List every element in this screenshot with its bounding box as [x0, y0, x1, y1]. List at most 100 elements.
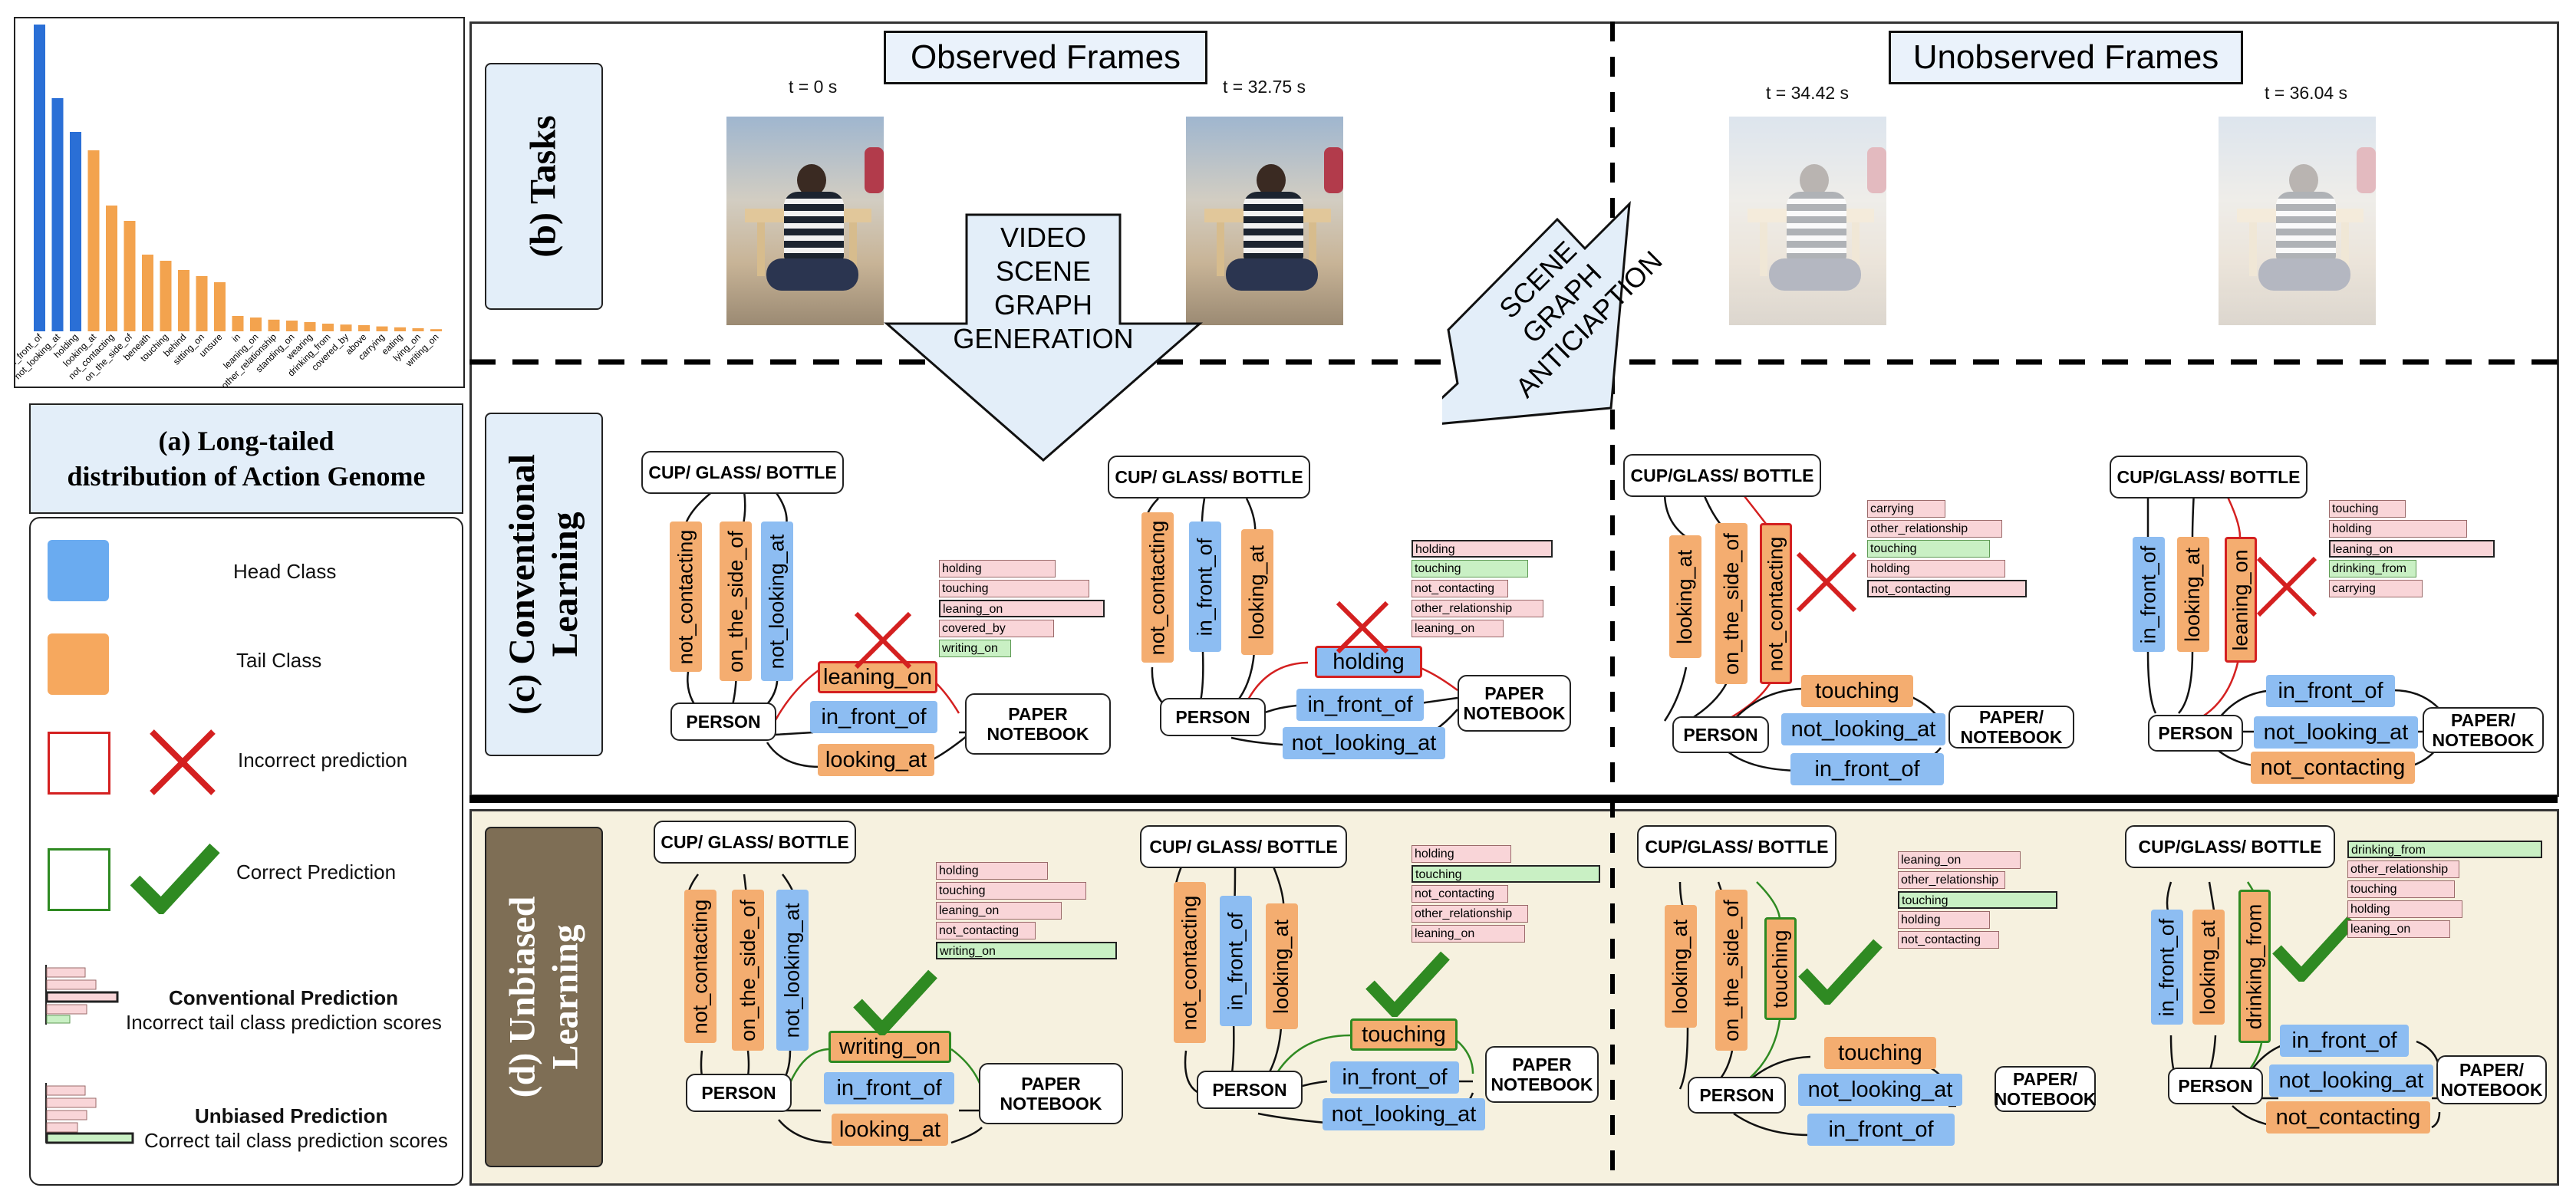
chart-bar-beneath	[142, 255, 153, 331]
conv2-rel-in-front-of-h: in_front_of	[1296, 689, 1424, 721]
chart-bar-not_contacting	[106, 206, 117, 331]
conv4-rel-leaning-on: leaning_on	[2225, 537, 2257, 663]
conv2-cup-node: CUP/ GLASS/ BOTTLE	[1108, 456, 1310, 498]
conv3-person-node: PERSON	[1672, 716, 1769, 753]
frame-2-image	[1186, 117, 1343, 325]
solid-separator	[469, 795, 2558, 803]
unb3-rel-touching-text: touching	[1768, 929, 1792, 1009]
unb1-rel-not-contacting: not_contacting	[684, 890, 716, 1043]
unbiased-prediction-sub: Correct tail class prediction scores	[144, 1129, 448, 1152]
conv2-bar-2: touching	[1412, 560, 1528, 577]
unb2-rel-looking-at: looking_at	[1266, 903, 1298, 1029]
unb2-bar-2: touching	[1412, 865, 1600, 883]
conv4-person-node: PERSON	[2148, 715, 2243, 752]
unb2-rel-not-contacting-text: not_contacting	[1178, 895, 1201, 1030]
caption-a-line1: (a) Long-tailed	[158, 426, 334, 456]
frame-3-image	[1729, 117, 1886, 325]
unb2-rel-in-front-of-text: in_front_of	[1224, 912, 1247, 1010]
observed-frames-header: Observed Frames	[884, 31, 1207, 84]
unb3-rel-on-the-side-of-text: on_the_side_of	[1719, 899, 1743, 1041]
chart-bar-standing_on	[286, 321, 298, 331]
unb1-rel-on-the-side-of-text: on_the_side_of	[736, 899, 759, 1041]
unb1-bar-5: writing_on	[936, 942, 1117, 959]
conv3-cup-node: CUP/GLASS/ BOTTLE	[1623, 454, 1821, 497]
unb1-bar-3: leaning_on	[936, 902, 1062, 920]
conv3-bar-3: touching	[1867, 540, 1990, 558]
sga-arrow	[1442, 201, 1631, 425]
unb1-rel-looking-at: looking_at	[832, 1114, 948, 1146]
chart-bar-lying_on	[412, 328, 424, 331]
chart-bar-above	[358, 325, 370, 331]
unb4-rel-in-front-of: in_front_of	[2151, 910, 2183, 1025]
chart-bar-touching	[160, 261, 172, 331]
unb4-rel-looking-at-text: looking_at	[2196, 920, 2220, 1015]
conv2-person-node: PERSON	[1160, 698, 1266, 736]
conv3-rel-looking-at: looking_at	[1669, 535, 1701, 658]
unb4-bar-2: other_relationship	[2347, 860, 2459, 878]
conv1-paper-node: PAPER NOTEBOOK	[965, 693, 1111, 755]
conv1-rel-on-the-side-of-text: on_the_side_of	[723, 530, 747, 673]
chart-bar-drinking_from	[322, 324, 334, 331]
unb4-rel-not-looking-at: not_looking_at	[2269, 1064, 2433, 1097]
conv2-score-bars: holding touching not_contacting other_re…	[1412, 540, 1553, 640]
conv2-bar-3: not_contacting	[1412, 580, 1508, 597]
conv4-rel-in-front-of: in_front_of	[2133, 537, 2165, 652]
chart-bar-writing_on	[430, 329, 442, 331]
conv1-bar-3: leaning_on	[939, 600, 1105, 617]
unb1-rel-on-the-side-of: on_the_side_of	[732, 890, 764, 1051]
conv4-bar-2: holding	[2329, 520, 2467, 538]
correct-check-icon	[130, 843, 220, 914]
unb4-rel-looking-at: looking_at	[2192, 910, 2225, 1025]
conv3-bar-4: holding	[1867, 560, 2005, 577]
correct-box-swatch	[48, 848, 110, 911]
unb4-bar-1: drinking_from	[2347, 841, 2542, 858]
conv1-rel-in-front-of: in_front_of	[810, 701, 937, 733]
unb2-bar-4: other_relationship	[1412, 905, 1528, 923]
conv1-bar-1: holding	[939, 560, 1056, 577]
conv2-paper-node: PAPER NOTEBOOK	[1458, 675, 1571, 732]
conv2-rel-looking-at-text: looking_at	[1245, 545, 1269, 640]
conventional-bars-icon	[45, 965, 119, 1025]
unb3-bar-5: not_contacting	[1898, 931, 1999, 949]
unb4-bar-4: holding	[2347, 900, 2462, 918]
vsgg-arrow-text: VIDEO SCENE GRAPH GENERATION	[914, 221, 1172, 356]
conv3-bar-1: carrying	[1867, 500, 1945, 518]
chart-bar-holding	[70, 132, 81, 331]
conv3-incorrect-cross-icon	[1796, 551, 1857, 613]
incorrect-cross-icon	[150, 729, 216, 795]
chart-bar-carrying	[376, 326, 388, 331]
unb1-score-bars: holding touching leaning_on not_contacti…	[936, 862, 1117, 962]
unb3-rel-on-the-side-of: on_the_side_of	[1715, 890, 1748, 1051]
conv4-paper-node: PAPER/ NOTEBOOK	[2423, 707, 2544, 753]
unb2-rel-in-front-of: in_front_of	[1220, 896, 1252, 1026]
conv3-rel-not-contacting-text: not_contacting	[1764, 536, 1787, 671]
vsgg-line2: SCENE	[995, 255, 1092, 287]
time-label-4: t = 36.04 s	[2265, 83, 2348, 103]
conv2-bar-5: leaning_on	[1412, 620, 1504, 637]
chart-bar-unsure	[214, 282, 226, 331]
chart-bar-in	[232, 316, 244, 331]
conv4-incorrect-cross-icon	[2256, 556, 2317, 617]
conv2-bar-1: holding	[1412, 540, 1553, 558]
unb3-paper-node: PAPER/ NOTEBOOK	[1995, 1066, 2096, 1112]
conv2-bar-4: other_relationship	[1412, 600, 1543, 617]
chart-bar-sitting_on	[196, 276, 208, 331]
chart-bar-eating	[394, 327, 406, 331]
unb3-person-node: PERSON	[1688, 1077, 1786, 1114]
unb2-score-bars: holding touching not_contacting other_re…	[1412, 845, 1600, 945]
chart-bar-on_the_side_of	[124, 221, 136, 331]
unb4-bar-5: leaning_on	[2347, 920, 2450, 938]
unb2-correct-check-icon	[1365, 951, 1450, 1017]
unb4-rel-drinking-from-text: drinking_from	[2242, 903, 2266, 1029]
vsgg-line1: VIDEO	[1000, 222, 1087, 253]
conv4-rel-not-contacting: not_contacting	[2251, 752, 2415, 784]
conv3-bar-5: not_contacting	[1867, 580, 2027, 597]
unbiased-prediction-title: Unbiased Prediction	[195, 1104, 388, 1127]
unb4-cup-node: CUP/GLASS/ BOTTLE	[2125, 825, 2335, 868]
conv1-score-bars: holding touching leaning_on covered_by w…	[939, 560, 1105, 660]
chart-bar-not_looking_at	[51, 98, 64, 331]
incorrect-label: Incorrect prediction	[238, 749, 408, 772]
unb1-correct-check-icon	[853, 969, 937, 1035]
